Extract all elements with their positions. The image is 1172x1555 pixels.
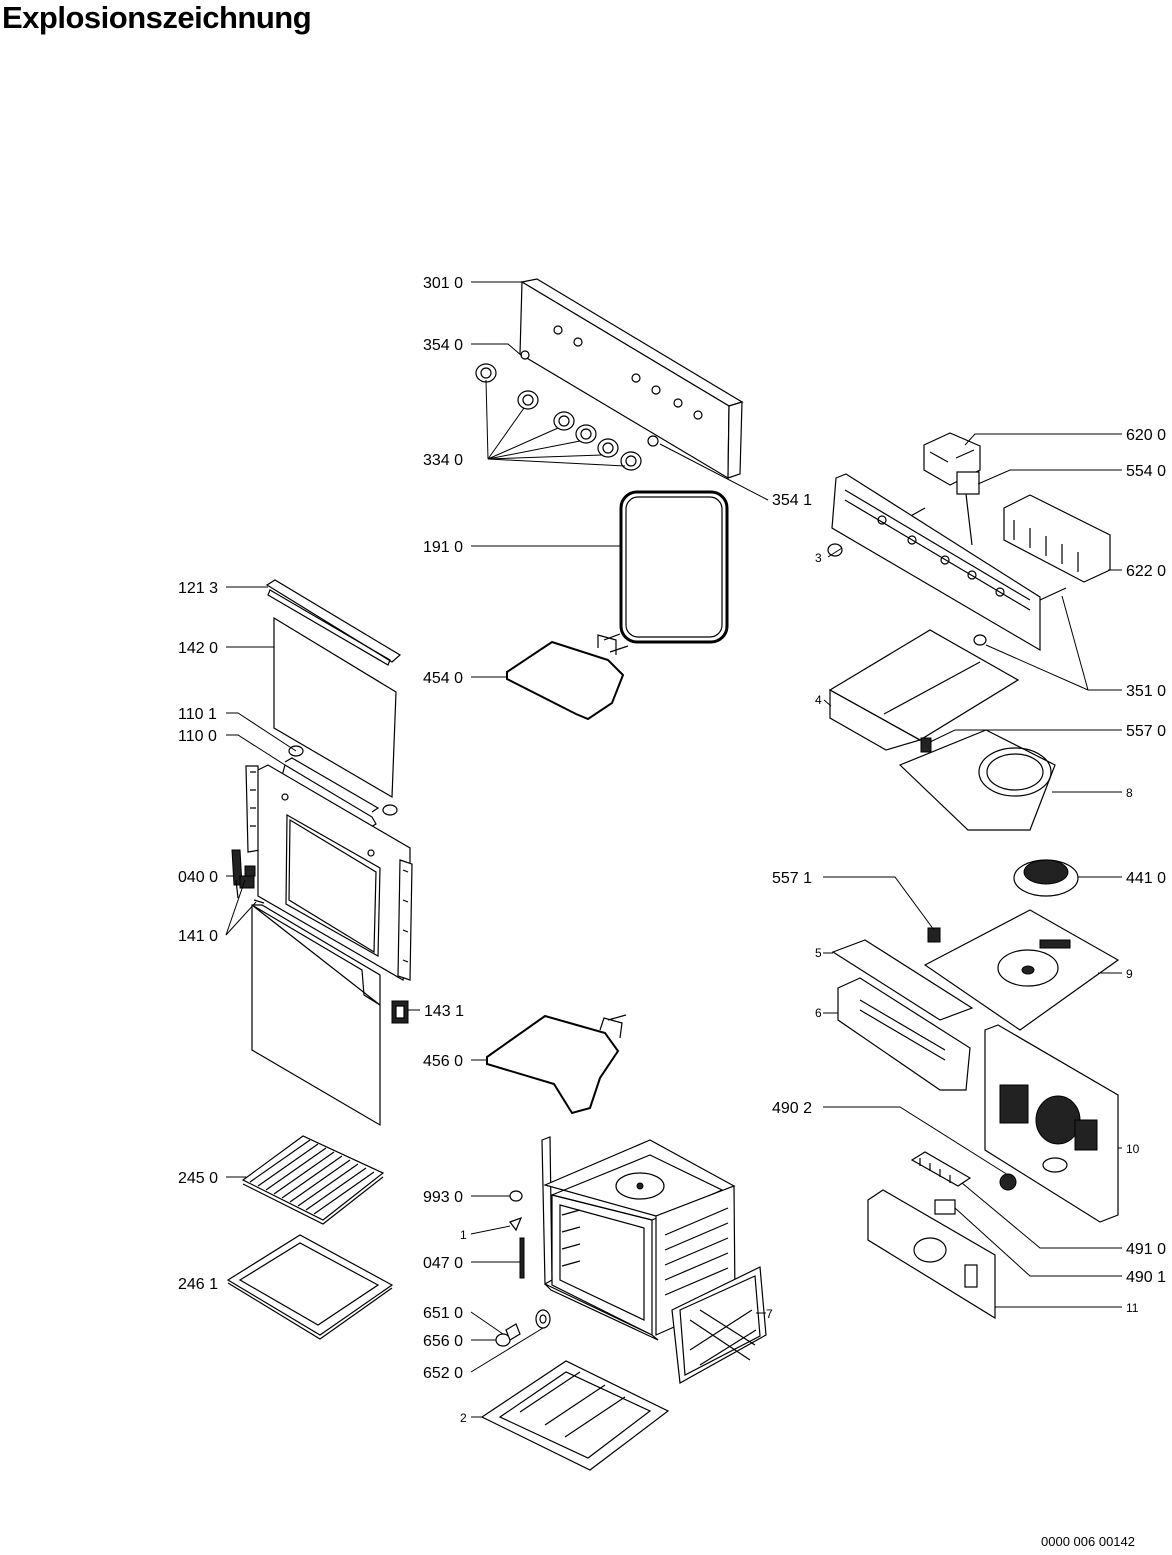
callout-labels: 301 0 354 0 334 0 354 1 191 0 121 3 142 … [178, 275, 1166, 1425]
part-control-frame [827, 473, 1041, 652]
callout-label: 651 0 [423, 1305, 463, 1322]
part-back-cover [867, 1189, 996, 1320]
callout-label: 5 [815, 946, 822, 960]
part-control-panel [519, 278, 744, 480]
callout-label: 110 0 [178, 728, 217, 745]
part-oven-door-gasket [619, 490, 729, 644]
part-fan-motor [1013, 859, 1079, 897]
callout-label: 11 [1126, 1301, 1139, 1315]
callout-label: 10 [1126, 1142, 1140, 1156]
callout-label: 191 0 [423, 539, 463, 556]
callout-label: 456 0 [423, 1053, 463, 1070]
callout-label: 620 0 [1126, 427, 1166, 444]
callout-label: 4 [815, 693, 822, 707]
callout-label: 454 0 [423, 670, 463, 687]
callout-label: 1 [460, 1228, 467, 1242]
callout-label: 245 0 [178, 1170, 218, 1187]
callout-label: 246 1 [178, 1276, 218, 1293]
callout-label: 141 0 [178, 928, 218, 945]
callout-label: 656 0 [423, 1333, 463, 1350]
part-inner-glass [273, 616, 397, 799]
page-title: Explosionszeichnung [2, 0, 312, 35]
part-rear-wall [984, 1024, 1119, 1223]
part-cavity-back-panel [671, 1266, 767, 1384]
part-cover-plate [828, 629, 1020, 751]
part-terminals [910, 1151, 1017, 1215]
callout-label: 993 0 [423, 1189, 463, 1206]
callout-label: 557 0 [1126, 723, 1166, 740]
part-clip [391, 1000, 409, 1024]
callout-label: 301 0 [423, 275, 463, 292]
callout-label: 2 [460, 1411, 467, 1425]
callout-label: 652 0 [423, 1365, 463, 1382]
part-oven-lamp [495, 1309, 551, 1347]
part-oven-cavity [541, 1136, 736, 1341]
callout-label: 490 2 [772, 1100, 812, 1117]
part-bottom-heating-element [486, 1014, 627, 1115]
part-switches [899, 432, 1111, 601]
part-baking-tray [226, 1234, 394, 1340]
callout-label: 7 [766, 1307, 773, 1321]
callout-label: 622 0 [1126, 563, 1166, 580]
part-fan-back-plate [923, 909, 1120, 1031]
callout-label: 491 0 [1126, 1241, 1166, 1258]
callout-label: 040 0 [178, 869, 218, 886]
callout-label: 6 [815, 1006, 822, 1020]
callout-label: 3 [815, 551, 822, 565]
part-lamp-parts [509, 1190, 525, 1279]
part-door-side-rail [397, 859, 413, 981]
part-wire-rack [241, 1135, 385, 1225]
callout-label: 354 1 [772, 492, 812, 509]
callout-label: 047 0 [423, 1255, 463, 1272]
part-element-housing [831, 939, 974, 1091]
part-door-top-trim [265, 579, 402, 666]
callout-label: 334 0 [423, 452, 463, 469]
callout-label: 557 1 [772, 870, 812, 887]
part-knobs [475, 363, 642, 471]
callout-label: 441 0 [1126, 870, 1166, 887]
part-hinge [231, 849, 243, 899]
callout-label: 351 0 [1126, 683, 1166, 700]
callout-label: 354 0 [423, 337, 463, 354]
callout-label: 9 [1126, 967, 1133, 981]
callout-label: 110 1 [178, 706, 217, 723]
part-top-heating-element [506, 633, 629, 721]
leader-lines [225, 281, 1122, 1418]
part-fan-cover [898, 729, 1056, 831]
callout-label: 143 1 [424, 1003, 464, 1020]
callout-label: 121 3 [178, 580, 218, 597]
callout-label: 554 0 [1126, 463, 1166, 480]
callout-label: 142 0 [178, 640, 218, 657]
document-number: 0000 006 00142 [1041, 1534, 1135, 1549]
part-thermostat [927, 927, 941, 943]
part-bottom-plate [480, 1360, 670, 1471]
callout-label: 490 1 [1126, 1269, 1166, 1286]
part-outer-glass [251, 904, 381, 1127]
part-thermal-cutout [920, 737, 932, 753]
callout-label: 8 [1126, 786, 1133, 800]
